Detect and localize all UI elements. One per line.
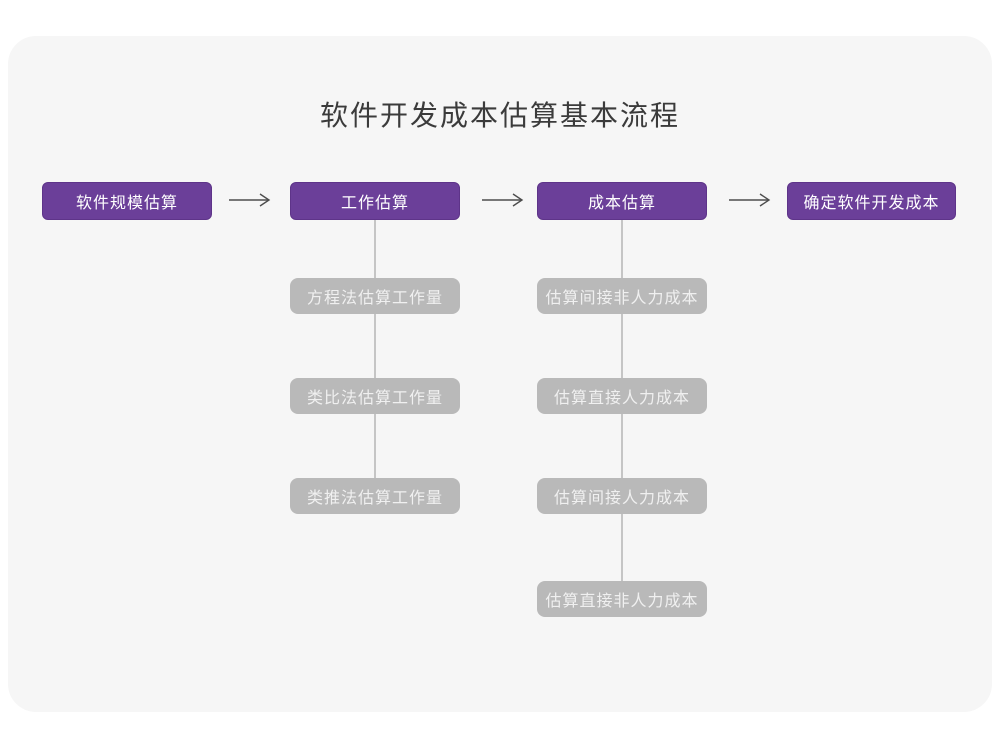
substep-box-extrapolation-method: 类推法估算工作量 bbox=[290, 478, 460, 514]
page-title: 软件开发成本估算基本流程 bbox=[319, 100, 680, 131]
substep-box-analogy-method: 类比法估算工作量 bbox=[290, 378, 460, 414]
arrow-right-icon bbox=[482, 193, 524, 207]
substep-label: 类推法估算工作量 bbox=[306, 490, 443, 507]
substep-label: 类比法估算工作量 bbox=[306, 390, 443, 407]
substep-box-equation-method: 方程法估算工作量 bbox=[290, 278, 460, 314]
arrow-right-icon bbox=[229, 193, 271, 207]
substep-box-direct-labor-cost: 估算直接人力成本 bbox=[537, 378, 707, 414]
stage-box-software-scale-estimation: 软件规模估算 bbox=[42, 182, 212, 220]
stage-label: 成本估算 bbox=[587, 195, 656, 212]
substep-box-direct-nonlabor-cost: 估算直接非人力成本 bbox=[537, 581, 707, 617]
substep-label: 估算直接人力成本 bbox=[553, 390, 690, 407]
substep-label: 方程法估算工作量 bbox=[306, 290, 443, 307]
stage-label: 软件规模估算 bbox=[75, 195, 178, 212]
substep-box-indirect-labor-cost: 估算间接人力成本 bbox=[537, 478, 707, 514]
stage-box-cost-estimation: 成本估算 bbox=[537, 182, 707, 220]
substep-label: 估算直接非人力成本 bbox=[545, 593, 699, 610]
diagram-card bbox=[8, 36, 992, 712]
substep-box-indirect-nonlabor-cost: 估算间接非人力成本 bbox=[537, 278, 707, 314]
stage-box-determine-development-cost: 确定软件开发成本 bbox=[787, 182, 956, 220]
stage-label: 工作估算 bbox=[340, 195, 409, 212]
substep-label: 估算间接非人力成本 bbox=[545, 290, 699, 307]
substep-label: 估算间接人力成本 bbox=[553, 490, 690, 507]
connector-line-work-estimation bbox=[374, 220, 376, 496]
stage-label: 确定软件开发成本 bbox=[803, 195, 940, 212]
stage-box-work-estimation: 工作估算 bbox=[290, 182, 460, 220]
arrow-right-icon bbox=[729, 193, 771, 207]
